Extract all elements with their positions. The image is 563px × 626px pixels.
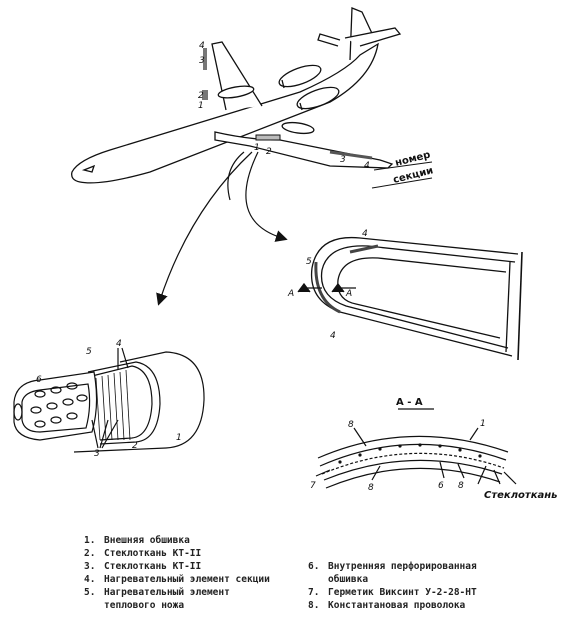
legend-item-5: 5.Нагревательный элемент теплового ножа (84, 587, 230, 611)
legend-item-8: 8.Константановая проволока (308, 600, 466, 611)
section-label-6: 6 (438, 481, 444, 491)
plane-label-2b: 2 (266, 147, 272, 157)
legend-item-2: 2.Стеклоткань КТ-II (84, 548, 202, 559)
legend-item-7: 7.Герметик Виксинт У-2-28-НТ (308, 587, 477, 598)
legend-item-3: 3.Стеклоткань КТ-II (84, 561, 202, 572)
legend-item-4: 4.Нагревательный элемент секции (84, 574, 270, 585)
leading-edge-cutaway (13, 347, 205, 453)
steklotkan-label: Стеклоткань (484, 490, 557, 501)
plane-label-4a: 4 (199, 41, 205, 51)
legend-item-6: 6.Внутренняя перфорированная обшивка (308, 561, 477, 585)
profile-label-A-left: A (287, 289, 294, 299)
cutaway-label-5: 5 (86, 347, 92, 357)
wing-profile-labels: 4 5 4 A A (287, 229, 368, 341)
profile-label-A-right: A (345, 289, 352, 299)
section-label-1: 1 (480, 419, 486, 429)
section-a-a (315, 408, 517, 489)
callout-arrows (156, 151, 288, 306)
cutaway-label-1: 1 (176, 433, 182, 443)
plane-label-3a: 3 (199, 56, 205, 66)
plane-label-1a: 1 (198, 101, 204, 111)
section-label-8a: 8 (348, 420, 354, 430)
profile-label-4b: 4 (330, 331, 336, 341)
legend-item-1: 1.Внешняя обшивка (84, 535, 190, 546)
plane-label-1b: 1 (254, 143, 260, 153)
profile-label-5: 5 (306, 257, 312, 267)
legend-left: 1.Внешняя обшивка 2.Стеклоткань КТ-II 3.… (84, 534, 270, 612)
section-label-8b: 8 (368, 483, 374, 493)
cutaway-label-4: 4 (116, 339, 122, 349)
cutaway-label-6: 6 (36, 375, 42, 385)
plane-label-3b: 3 (340, 155, 346, 165)
section-label-8c: 8 (458, 481, 464, 491)
plane-label-4b: 4 (364, 161, 370, 171)
legend-right: 6.Внутренняя перфорированная обшивка 7.Г… (308, 560, 477, 612)
airplane-drawing (71, 7, 402, 184)
cutaway-label-2: 2 (132, 441, 138, 451)
section-title: А - А (396, 397, 423, 408)
section-label-7: 7 (310, 481, 316, 491)
profile-label-4a: 4 (362, 229, 368, 239)
wing-profile (297, 236, 523, 361)
cutaway-labels: 6 5 4 3 2 1 (36, 339, 182, 459)
cutaway-label-3: 3 (94, 449, 100, 459)
section-a-a-labels: А - А 8 1 7 8 6 8 Стеклоткань (310, 397, 557, 501)
plane-label-2a: 2 (198, 91, 204, 101)
